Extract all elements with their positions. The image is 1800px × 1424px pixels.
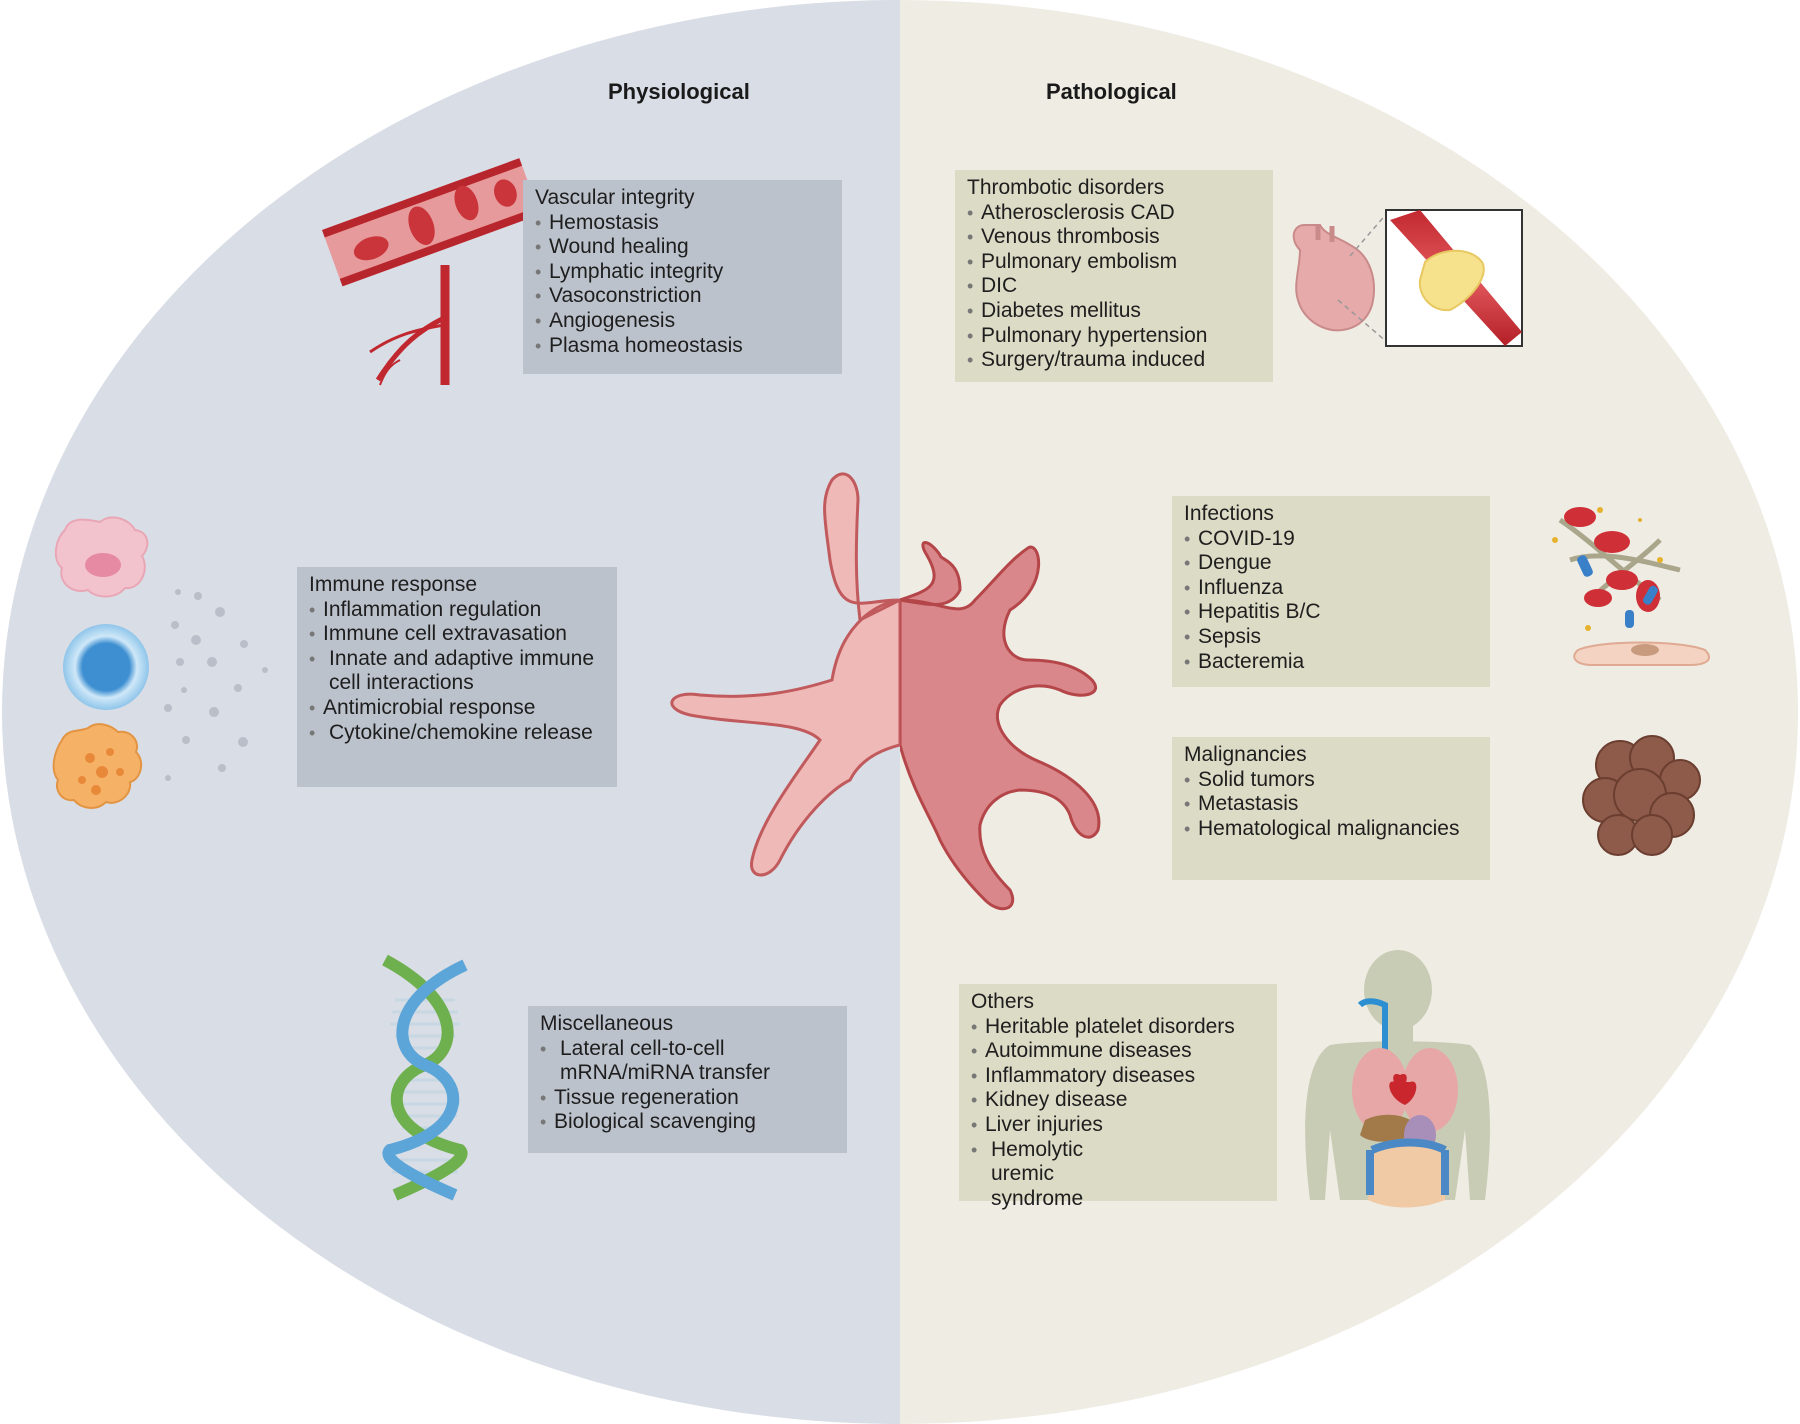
malignancies-list: Solid tumors Metastasis Hematological ma…: [1184, 768, 1478, 842]
malignancies-header: Malignancies: [1184, 743, 1307, 766]
list-item: Inflammation regulation: [309, 598, 605, 623]
list-item: Inflammatory diseases: [971, 1064, 1265, 1089]
vascular-integrity-list: Hemostasis Wound healing Lymphatic integ…: [535, 211, 830, 359]
list-item: Metastasis: [1184, 792, 1478, 817]
tumor-icon: [1582, 735, 1701, 856]
list-item: Hemostasis: [535, 211, 830, 236]
platelet-icon: [670, 472, 1101, 911]
immune-cells-icon: [52, 516, 268, 809]
list-item: DIC: [967, 274, 1261, 299]
list-item: Diabetes mellitus: [967, 299, 1261, 324]
list-item: Atherosclerosis CAD: [967, 201, 1261, 226]
list-item: Autoimmune diseases: [971, 1039, 1265, 1064]
miscellaneous-header: Miscellaneous: [540, 1012, 674, 1035]
list-item: COVID-19: [1184, 527, 1478, 552]
vascular-integrity-box: Vascular integrity Hemostasis Wound heal…: [523, 180, 842, 374]
list-item: Liver injuries: [971, 1113, 1265, 1138]
list-item: Tissue regeneration: [540, 1086, 835, 1111]
list-item: Solid tumors: [1184, 768, 1478, 793]
vascular-integrity-header: Vascular integrity: [535, 186, 695, 209]
malignancies-box: Malignancies Solid tumors Metastasis Hem…: [1172, 737, 1490, 880]
list-item: Influenza: [1184, 576, 1478, 601]
list-item: Cytokine/chemokine release: [309, 721, 605, 746]
list-item: Hemolytic uremic syndrome: [971, 1138, 1101, 1212]
list-item: Venous thrombosis: [967, 225, 1261, 250]
list-item: Hematological malignancies: [1184, 817, 1478, 842]
thrombotic-disorders-box: Thrombotic disorders Atherosclerosis CAD…: [955, 170, 1273, 382]
list-item: Angiogenesis: [535, 309, 830, 334]
thrombotic-disorders-list: Atherosclerosis CAD Venous thrombosis Pu…: [967, 201, 1261, 373]
pathological-title: Pathological: [1046, 79, 1177, 104]
immune-response-list: Inflammation regulation Immune cell extr…: [309, 598, 605, 746]
infections-box: Infections COVID-19 Dengue Influenza Hep…: [1172, 496, 1490, 687]
list-item: Innate and adaptive immune cell interact…: [309, 647, 605, 696]
list-item: Vasoconstriction: [535, 284, 830, 309]
infection-aggregate-icon: [1552, 507, 1710, 666]
list-item: Heritable platelet disorders: [971, 1015, 1265, 1040]
list-item: Immune cell extravasation: [309, 622, 605, 647]
list-item: Dengue: [1184, 551, 1478, 576]
list-item: Plasma homeostasis: [535, 334, 830, 359]
immune-response-header: Immune response: [309, 573, 478, 596]
list-item: Pulmonary embolism: [967, 250, 1261, 275]
infections-list: COVID-19 Dengue Influenza Hepatitis B/C …: [1184, 527, 1478, 675]
list-item: Wound healing: [535, 235, 830, 260]
infections-header: Infections: [1184, 502, 1274, 525]
list-item: Antimicrobial response: [309, 696, 605, 721]
others-box: Others Heritable platelet disorders Auto…: [959, 984, 1277, 1210]
list-item: Pulmonary hypertension: [967, 324, 1261, 349]
list-item: Bacteremia: [1184, 650, 1478, 675]
miscellaneous-box: Miscellaneous Lateral cell-to-cell mRNA/…: [528, 1006, 847, 1153]
others-header: Others: [971, 990, 1035, 1013]
others-list: Heritable platelet disorders Autoimmune …: [971, 1015, 1265, 1212]
physiological-title: Physiological: [608, 79, 750, 104]
list-item: Lateral cell-to-cell mRNA/miRNA transfer: [540, 1037, 835, 1086]
blood-vessel-icon: [322, 158, 540, 386]
miscellaneous-list: Lateral cell-to-cell mRNA/miRNA transfer…: [540, 1037, 835, 1135]
heart-artery-plaque-icon: [1292, 209, 1523, 347]
list-item: Hepatitis B/C: [1184, 600, 1478, 625]
list-item: Sepsis: [1184, 625, 1478, 650]
human-organs-icon: [1305, 950, 1490, 1208]
list-item: Lymphatic integrity: [535, 260, 830, 285]
list-item: Kidney disease: [971, 1088, 1265, 1113]
dna-helix-icon: [382, 954, 468, 1201]
list-item: Biological scavenging: [540, 1110, 835, 1135]
thrombotic-disorders-header: Thrombotic disorders: [967, 176, 1165, 199]
list-item: Surgery/trauma induced: [967, 348, 1261, 373]
immune-response-box: Immune response Inflammation regulation …: [297, 567, 617, 787]
